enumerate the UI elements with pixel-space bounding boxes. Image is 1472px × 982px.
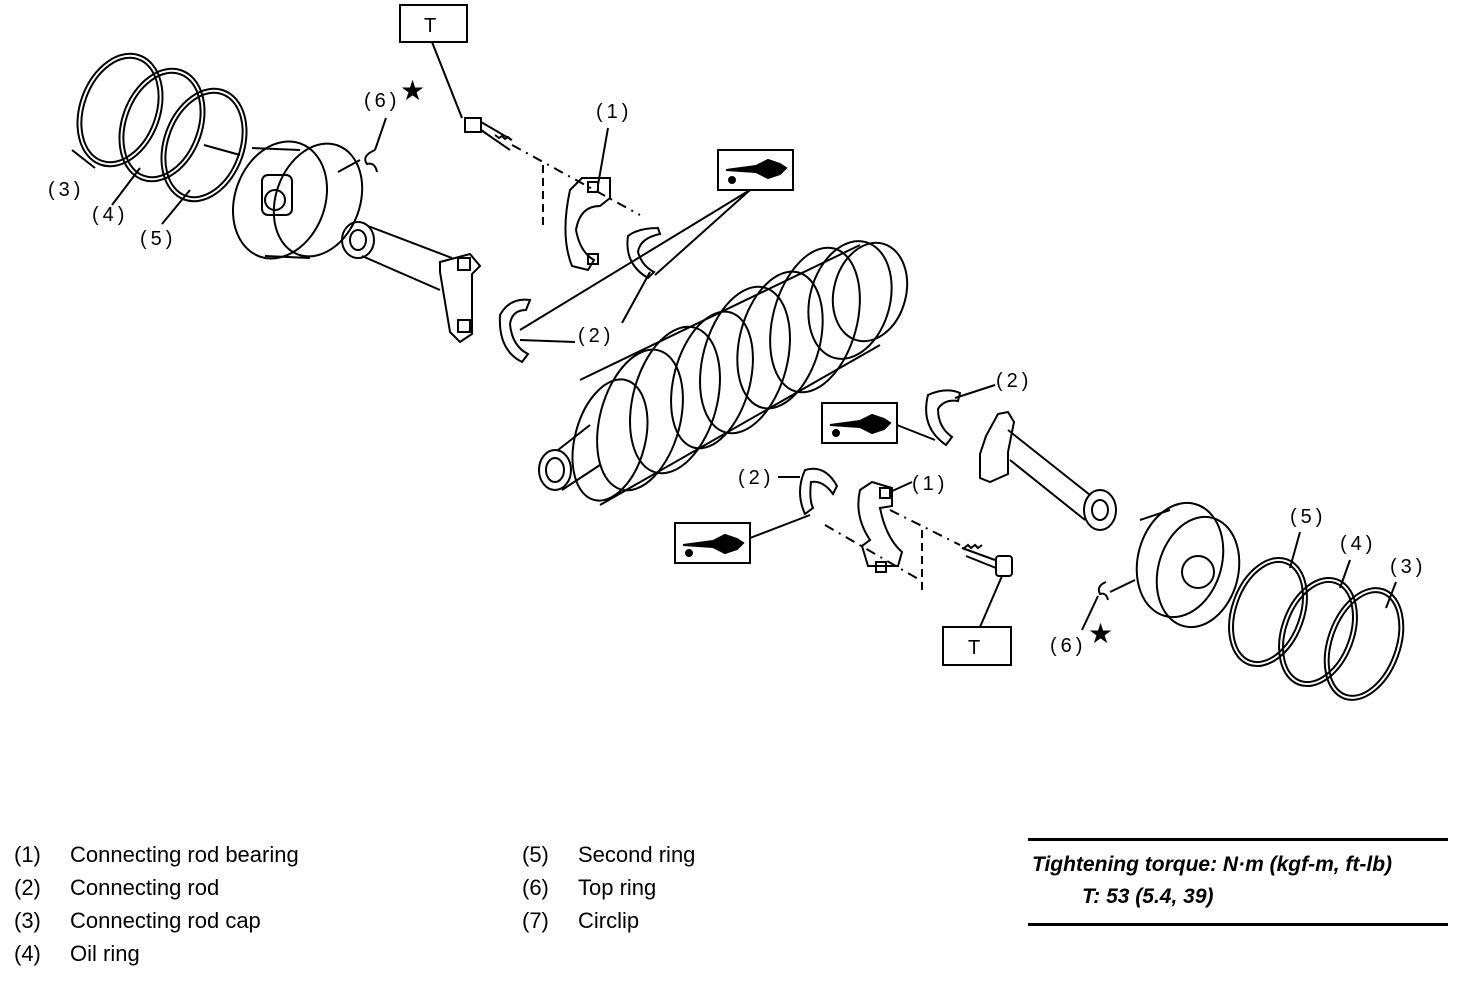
- legend-right: (5)Second ring (6)Top ring (7)Circlip: [522, 838, 695, 937]
- callout-6-right: (6): [1050, 635, 1086, 657]
- callout-3-left: (3): [48, 179, 84, 201]
- piston-rings-right: [1228, 531, 1405, 701]
- star-icon: ★: [400, 75, 425, 106]
- callout-6-left: (6): [364, 90, 400, 112]
- legend-item: (3)Connecting rod cap: [14, 908, 261, 933]
- rod-cap-bottom: [857, 480, 913, 573]
- rod-bolt-bottom: [824, 509, 1013, 628]
- oil-can-icon: [674, 514, 811, 564]
- rod-cap-top: [564, 127, 611, 272]
- oil-can-icon: [519, 149, 794, 331]
- t-box-top: [399, 4, 468, 43]
- circlip-left: [364, 117, 387, 173]
- circlip-right: [1081, 581, 1109, 631]
- callout-t-bottom: T: [968, 637, 984, 659]
- legend-item: (4)Oil ring: [14, 941, 140, 966]
- torque-value: T: 53 (5.4, 39): [1082, 885, 1214, 908]
- connecting-rod-left: [341, 221, 482, 344]
- rod-bearing-top: [621, 226, 662, 324]
- callout-2-top: (2): [578, 325, 614, 347]
- connecting-rod-right: [979, 410, 1117, 531]
- legend-item: (1)Connecting rod bearing: [14, 842, 299, 867]
- torque-heading: Tightening torque: N·m (kgf-m, ft-lb): [1032, 853, 1393, 876]
- legend-left: (1)Connecting rod bearing (2)Connecting …: [14, 838, 299, 970]
- callout-5-right: (5): [1290, 506, 1326, 528]
- legend-item: (7)Circlip: [522, 908, 640, 933]
- exploded-view-diagram: T T (1) (1) (2) (2) (2) (3) (3) (4) (4) …: [48, 4, 1426, 701]
- legend-item: (2)Connecting rod: [14, 875, 220, 900]
- rod-bearing-right: [925, 384, 996, 447]
- callout-t-top: T: [424, 15, 440, 37]
- callout-5-left: (5): [140, 228, 176, 250]
- callout-2-bottom: (2): [738, 467, 774, 489]
- callout-1-top: (1): [596, 101, 632, 123]
- rod-bearing-left: [498, 298, 576, 364]
- t-box-bottom: [942, 626, 1012, 666]
- legend-item: (5)Second ring: [522, 842, 696, 867]
- star-icon: ★: [1088, 618, 1113, 649]
- callout-4-right: (4): [1340, 533, 1376, 555]
- oil-can-icon: [821, 402, 936, 444]
- piston-left: [231, 140, 364, 260]
- callout-3-right: (3): [1390, 556, 1426, 578]
- callout-4-left: (4): [92, 204, 128, 226]
- piston-right: [1109, 501, 1241, 629]
- legend-item: (6)Top ring: [522, 875, 657, 900]
- callout-1-bottom: (1): [912, 473, 948, 495]
- callout-2-right: (2): [996, 370, 1032, 392]
- rod-bearing-bottom: [778, 467, 839, 516]
- torque-spec: Tightening torque: N·m (kgf-m, ft-lb) T:…: [1028, 838, 1448, 926]
- rod-bolt-top: [431, 41, 641, 225]
- crankshaft: [538, 240, 909, 506]
- piston-rings-left: [71, 52, 248, 225]
